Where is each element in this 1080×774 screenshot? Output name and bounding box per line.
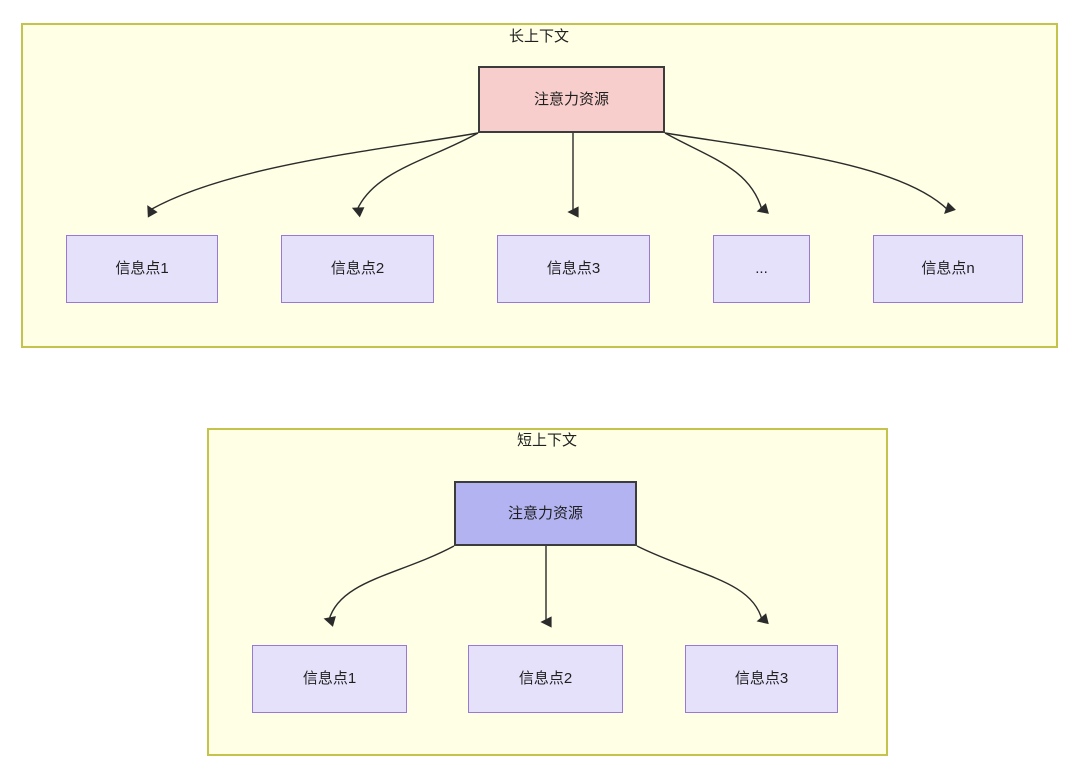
node-info-point-2-short[interactable]: 信息点2	[468, 645, 623, 713]
node-info-point-2-long[interactable]: 信息点2	[281, 235, 434, 303]
edge-long-to-ellipsis	[664, 132, 769, 214]
node-info-point-ellipsis-long[interactable]: ...	[713, 235, 810, 303]
node-info-point-1-long[interactable]: 信息点1	[66, 235, 218, 303]
node-attention-resource-long[interactable]: 注意力资源	[478, 66, 665, 133]
edge-long-to-info2	[351, 132, 479, 218]
edge-short-to-info1	[323, 545, 455, 627]
edge-long-to-info1	[147, 132, 479, 218]
node-info-point-3-long[interactable]: 信息点3	[497, 235, 650, 303]
edge-long-to-infon	[664, 132, 956, 215]
node-info-point-3-short[interactable]: 信息点3	[685, 645, 838, 713]
node-attention-resource-short[interactable]: 注意力资源	[454, 481, 637, 546]
node-info-point-1-short[interactable]: 信息点1	[252, 645, 407, 713]
panel-short-context-title: 短上下文	[516, 432, 577, 449]
node-info-point-n-long[interactable]: 信息点n	[873, 235, 1023, 303]
edge-short-to-info3	[636, 545, 769, 625]
panel-long-context-title: 长上下文	[508, 28, 569, 45]
